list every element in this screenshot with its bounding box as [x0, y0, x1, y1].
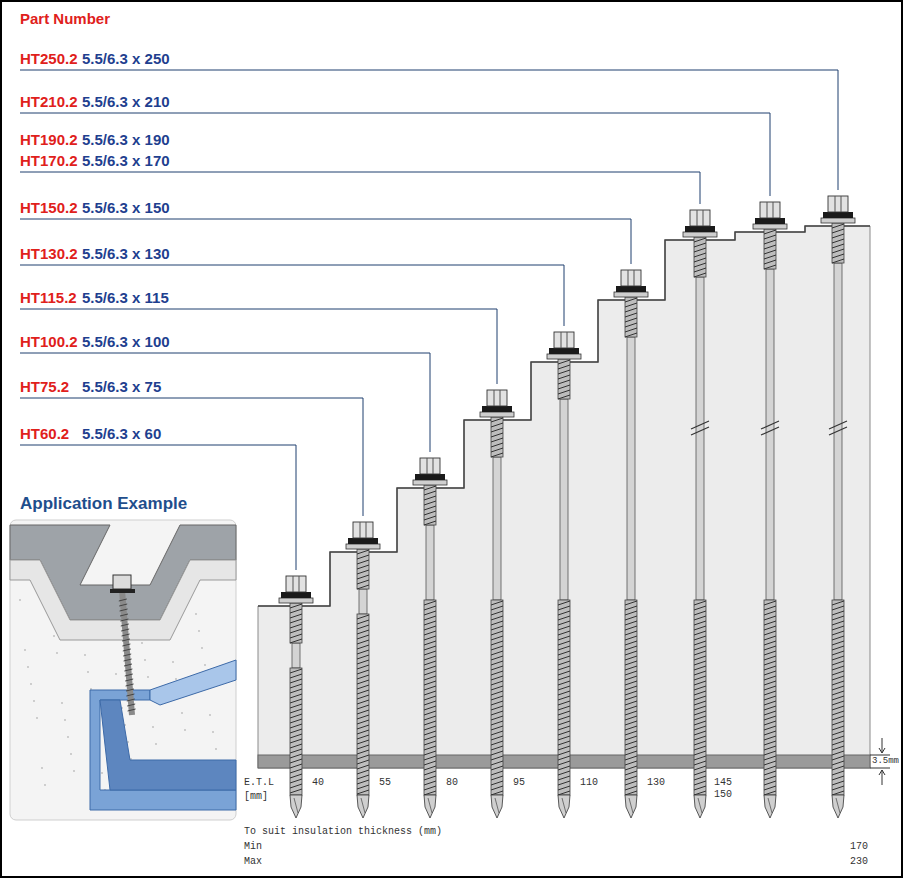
screw-size: 5.5/6.3 x 150	[82, 199, 170, 216]
screw-size: 5.5/6.3 x 100	[82, 333, 170, 350]
note-text: 170	[850, 841, 868, 853]
leader-line	[20, 353, 430, 452]
screw	[547, 332, 581, 818]
screw	[753, 202, 787, 818]
screw	[279, 576, 313, 818]
length-value: 80	[446, 777, 458, 789]
note-text: To suit insulation thickness (mm)	[244, 826, 442, 838]
part-number: HT150.2	[20, 199, 78, 216]
screw-size: 5.5/6.3 x 170	[82, 152, 170, 169]
part-number: HT60.2	[20, 425, 69, 442]
screw-size: 5.5/6.3 x 210	[82, 93, 170, 110]
note-text: [mm]	[244, 791, 268, 803]
length-value: 130	[647, 777, 665, 789]
screw	[821, 196, 855, 818]
part-number: HT130.2	[20, 245, 78, 262]
leader-line	[20, 398, 363, 516]
note-text: Max	[244, 856, 262, 868]
screw	[413, 458, 447, 818]
part-number: HT210.2	[20, 93, 78, 110]
part-number: HT75.2	[20, 378, 69, 395]
length-value: 55	[379, 777, 391, 789]
section-heading: Application Example	[20, 494, 187, 514]
part-number: HT100.2	[20, 333, 78, 350]
screw	[683, 210, 717, 818]
part-number: HT190.2	[20, 131, 78, 148]
leader-line	[20, 265, 564, 326]
heading: Part Number	[20, 10, 110, 27]
note-text: E.T.L	[244, 777, 274, 789]
length-value: 150	[714, 789, 732, 801]
length-value: 40	[312, 777, 324, 789]
screw-size: 5.5/6.3 x 190	[82, 131, 170, 148]
part-number: HT115.2	[20, 289, 77, 306]
screw	[346, 522, 380, 818]
length-value: 110	[580, 777, 598, 789]
screw-size: 5.5/6.3 x 250	[82, 50, 170, 67]
note-text: 230	[850, 856, 868, 868]
screw-size: 5.5/6.3 x 75	[82, 378, 161, 395]
part-number: HT250.2	[20, 50, 78, 67]
note-text: 3.5mm	[872, 756, 899, 766]
note-text: Min	[244, 841, 262, 853]
leader-line	[20, 309, 497, 384]
length-value: 95	[513, 777, 525, 789]
application-example-picture	[10, 520, 236, 820]
length-value: 145	[714, 777, 732, 789]
leader-line	[20, 113, 770, 196]
screw	[480, 390, 514, 818]
screw	[614, 270, 648, 818]
screw-size: 5.5/6.3 x 115	[82, 289, 169, 306]
part-number: HT170.2	[20, 152, 78, 169]
leader-line	[20, 219, 631, 264]
screw-size: 5.5/6.3 x 60	[82, 425, 161, 442]
screw-size: 5.5/6.3 x 130	[82, 245, 170, 262]
